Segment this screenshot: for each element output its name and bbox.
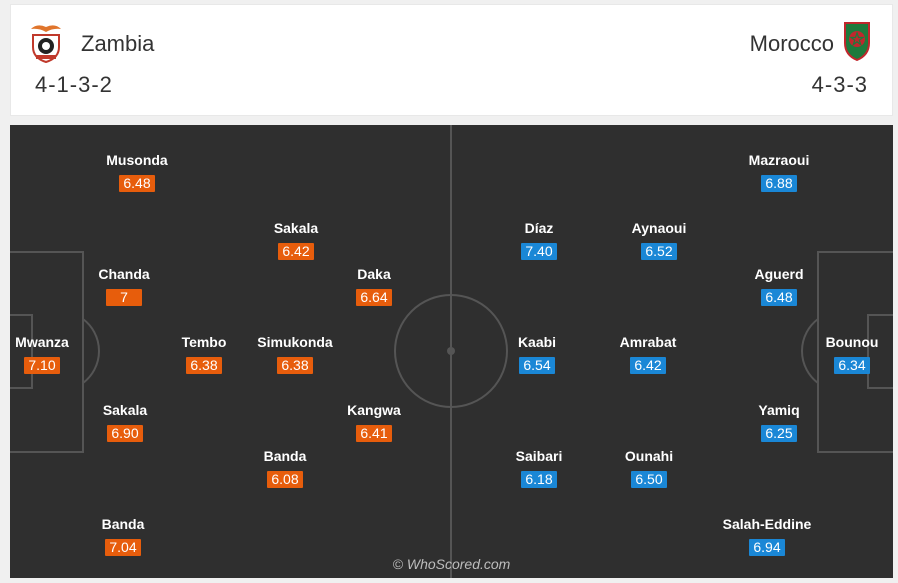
player-name: Chanda: [98, 266, 150, 282]
player-rating: 6.42: [278, 243, 314, 260]
away-player-aguerd[interactable]: Aguerd 6.48: [719, 266, 839, 307]
match-header: Zambia 4-1-3-2 Morocco 4-3-3: [10, 4, 893, 116]
player-rating: 6.08: [267, 471, 303, 488]
player-name: Simukonda: [257, 334, 333, 350]
player-name: Tembo: [181, 334, 227, 350]
player-name: Kangwa: [347, 402, 401, 418]
player-rating: 6.25: [761, 425, 797, 442]
player-rating: 6.54: [519, 357, 555, 374]
player-rating: 6.50: [631, 471, 667, 488]
player-name: Salah-Eddine: [722, 516, 812, 532]
player-rating: 6.94: [749, 539, 785, 556]
home-player-sakala-1[interactable]: Sakala 6.42: [236, 220, 356, 261]
player-name: Díaz: [524, 220, 554, 236]
player-rating: 7.10: [24, 357, 60, 374]
player-rating: 6.48: [119, 175, 155, 192]
watermark: © WhoScored.com: [392, 556, 511, 572]
player-name: Kaabi: [517, 334, 557, 350]
player-rating: 6.38: [186, 357, 222, 374]
player-name: Saibari: [515, 448, 563, 464]
player-name: Aynaoui: [631, 220, 687, 236]
player-name: Sakala: [273, 220, 319, 236]
player-rating: 6.52: [641, 243, 677, 260]
home-player-simukonda[interactable]: Simukonda 6.38: [235, 334, 355, 375]
home-player-musonda[interactable]: Musonda 6.48: [77, 152, 197, 193]
player-rating: 6.18: [521, 471, 557, 488]
player-name: Musonda: [106, 152, 168, 168]
zambia-crest-icon: [27, 21, 65, 68]
away-player-salah-eddine[interactable]: Salah-Eddine 6.94: [707, 516, 827, 557]
morocco-crest-icon: [841, 19, 873, 66]
pitch-markings: [10, 125, 893, 578]
player-rating: 6.64: [356, 289, 392, 306]
away-formation: 4-3-3: [811, 72, 868, 97]
player-rating: 6.42: [630, 357, 666, 374]
away-player-aynaoui[interactable]: Aynaoui 6.52: [599, 220, 719, 261]
player-rating: 6.38: [277, 357, 313, 374]
away-team-name: Morocco: [749, 31, 834, 56]
player-name: Aguerd: [754, 266, 804, 282]
player-name: Banda: [263, 448, 307, 464]
home-player-banda-1[interactable]: Banda 6.08: [225, 448, 345, 489]
home-player-kangwa[interactable]: Kangwa 6.41: [314, 402, 434, 443]
player-name: Amrabat: [619, 334, 677, 350]
away-player-amrabat[interactable]: Amrabat 6.42: [588, 334, 708, 375]
player-name: Bounou: [825, 334, 879, 350]
player-name: Yamiq: [758, 402, 800, 418]
away-player-bounou[interactable]: Bounou 6.34: [792, 334, 893, 375]
home-player-sakala-2[interactable]: Sakala 6.90: [65, 402, 185, 443]
pitch: Musonda 6.48 Sakala 6.42 Chanda 7 Daka 6…: [10, 125, 893, 578]
home-player-daka[interactable]: Daka 6.64: [314, 266, 434, 307]
away-player-saibari[interactable]: Saibari 6.18: [479, 448, 599, 489]
home-player-chanda[interactable]: Chanda 7: [64, 266, 184, 307]
player-rating: 6.88: [761, 175, 797, 192]
home-team-name: Zambia: [81, 31, 155, 56]
away-player-diaz[interactable]: Díaz 7.40: [479, 220, 599, 261]
home-player-banda-2[interactable]: Banda 7.04: [63, 516, 183, 557]
player-rating: 6.48: [761, 289, 797, 306]
player-rating: 6.41: [356, 425, 392, 442]
player-name: Mazraoui: [748, 152, 810, 168]
player-rating: 7: [106, 289, 142, 306]
home-player-tembo[interactable]: Tembo 6.38: [144, 334, 264, 375]
player-name: Banda: [101, 516, 145, 532]
away-player-ounahi[interactable]: Ounahi 6.50: [589, 448, 709, 489]
player-rating: 7.40: [521, 243, 557, 260]
home-player-mwanza[interactable]: Mwanza 7.10: [10, 334, 102, 375]
player-rating: 6.34: [834, 357, 870, 374]
away-player-mazraoui[interactable]: Mazraoui 6.88: [719, 152, 839, 193]
player-rating: 6.90: [107, 425, 143, 442]
away-player-kaabi[interactable]: Kaabi 6.54: [477, 334, 597, 375]
player-name: Sakala: [102, 402, 148, 418]
away-player-yamiq[interactable]: Yamiq 6.25: [719, 402, 839, 443]
home-formation: 4-1-3-2: [35, 72, 113, 97]
player-name: Daka: [357, 266, 391, 282]
player-name: Ounahi: [624, 448, 674, 464]
player-name: Mwanza: [15, 334, 69, 350]
player-rating: 7.04: [105, 539, 141, 556]
